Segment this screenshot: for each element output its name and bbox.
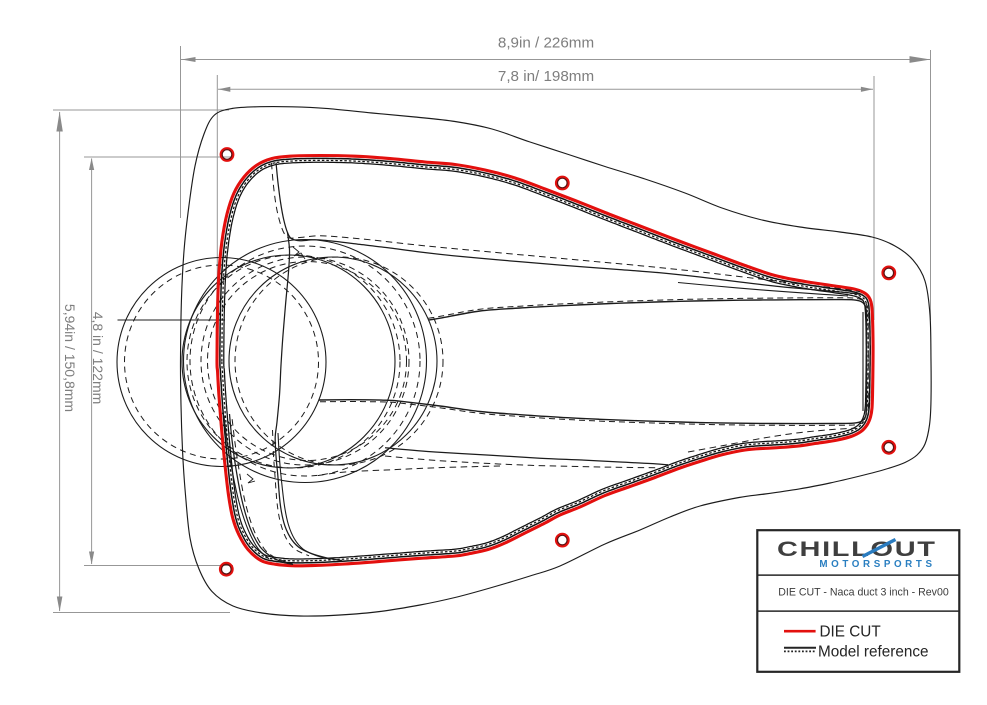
svg-text:8,9in / 226mm: 8,9in / 226mm bbox=[498, 35, 594, 52]
svg-text:4,8 in / 122mm: 4,8 in / 122mm bbox=[90, 312, 106, 405]
svg-text:Model reference: Model reference bbox=[818, 644, 929, 661]
svg-text:7,8 in/ 198mm: 7,8 in/ 198mm bbox=[498, 68, 594, 85]
svg-text:5,94in / 150,8mm: 5,94in / 150,8mm bbox=[62, 304, 78, 412]
svg-text:MOTORSPORTS: MOTORSPORTS bbox=[819, 559, 935, 570]
svg-text:DIE CUT - Naca duct 3 inch - R: DIE CUT - Naca duct 3 inch - Rev00 bbox=[778, 587, 949, 599]
svg-text:DIE CUT: DIE CUT bbox=[820, 624, 881, 641]
svg-text:CHILLOUT: CHILLOUT bbox=[777, 538, 937, 561]
